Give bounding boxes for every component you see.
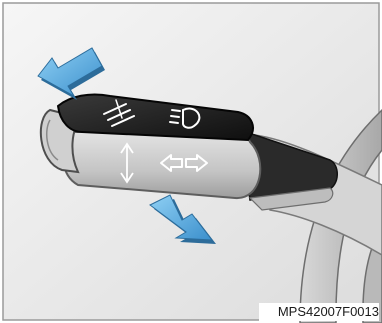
figure-code-label: MPS42007F0013 <box>259 303 379 321</box>
